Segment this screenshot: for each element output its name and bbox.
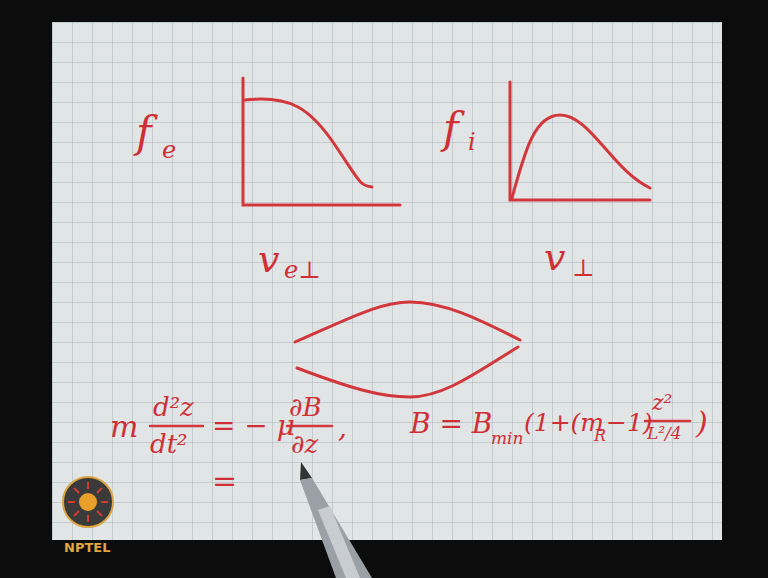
axes (510, 82, 650, 200)
symbol: f (443, 108, 459, 150)
graph-paper (52, 22, 722, 540)
subscript: e⊥ (284, 258, 321, 282)
logo-text: NPTEL (64, 541, 110, 554)
equation-term: , (338, 414, 347, 442)
equation-term: z² (652, 392, 672, 414)
pen (300, 462, 372, 578)
equation-term: B = B (410, 410, 492, 438)
equation-term: ∂B (289, 394, 322, 420)
equation-term: m (110, 412, 138, 442)
mirror-field-line (295, 302, 520, 342)
equation-term: L²/4 (647, 425, 682, 442)
symbol: v (544, 238, 565, 276)
equation-term: dt² (150, 431, 188, 457)
axes (243, 78, 400, 205)
mirror-field-line (297, 347, 518, 397)
electron-distribution-curve (245, 99, 372, 187)
subscript: i (468, 130, 476, 154)
ion-distribution-curve (512, 115, 650, 198)
subscript: ⊥ (572, 256, 595, 280)
symbol: v (258, 240, 279, 278)
subscript: R (594, 428, 606, 444)
subscript: e (162, 138, 176, 162)
equation-term: ∂z (291, 431, 318, 457)
equation-term: = − μ (212, 412, 295, 440)
fraction-bar (150, 425, 203, 428)
equation-term: −1) (606, 410, 653, 435)
subscript: min (491, 430, 524, 447)
equation-term: d²z (153, 394, 194, 420)
symbol: f (136, 112, 152, 154)
equation-term: ) (696, 408, 708, 438)
nptel-logo (63, 477, 113, 527)
equation-term: = (212, 466, 237, 496)
equation-term: (1+(m (524, 410, 604, 435)
